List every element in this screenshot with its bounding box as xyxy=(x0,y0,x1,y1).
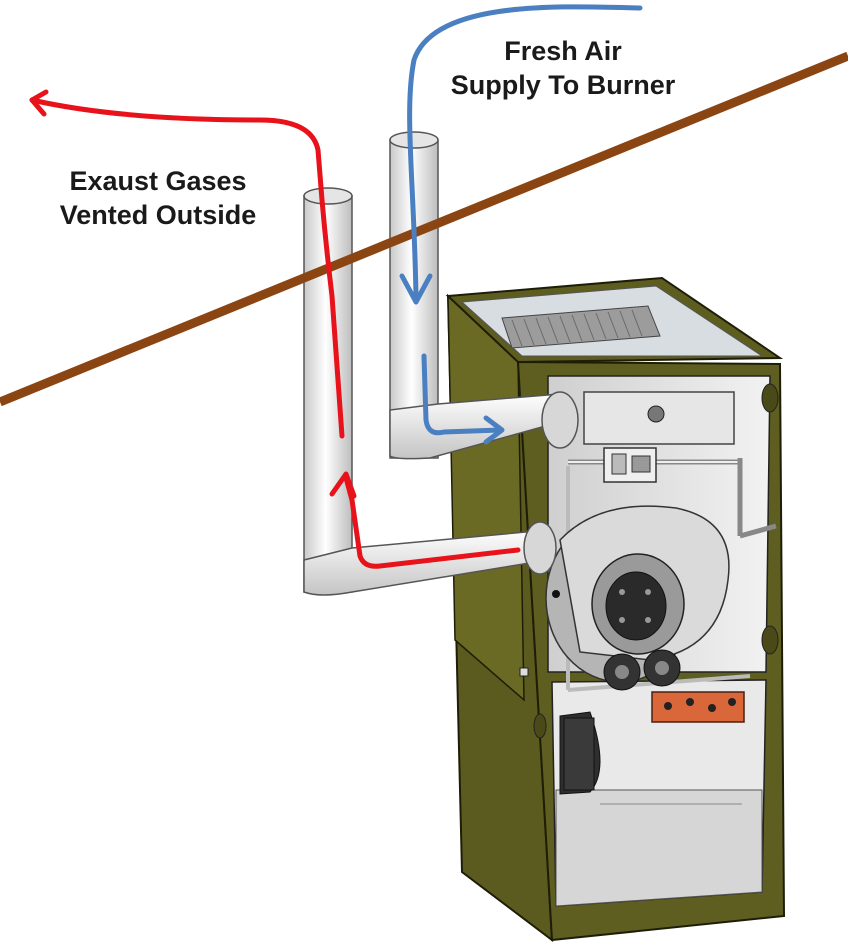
inducer-blower xyxy=(519,466,751,692)
exhaust-label-line-1: Exaust Gases xyxy=(69,166,247,196)
fresh-air-arrow xyxy=(399,4,643,445)
exhaust-label-line-2: Vented Outside xyxy=(59,200,257,230)
fresh-air-label-line-1: Fresh Air xyxy=(504,36,622,66)
exhaust-label: Exaust Gases Vented Outside xyxy=(40,164,276,232)
gas-valve xyxy=(568,447,777,539)
main-blower xyxy=(559,711,601,795)
burner-assembly xyxy=(583,391,735,445)
roofline xyxy=(0,51,848,407)
fresh-air-label: Fresh Air Supply To Burner xyxy=(432,34,694,102)
fresh-air-label-line-2: Supply To Burner xyxy=(450,70,676,100)
control-board xyxy=(651,691,745,723)
exhaust-arrow xyxy=(29,89,521,569)
